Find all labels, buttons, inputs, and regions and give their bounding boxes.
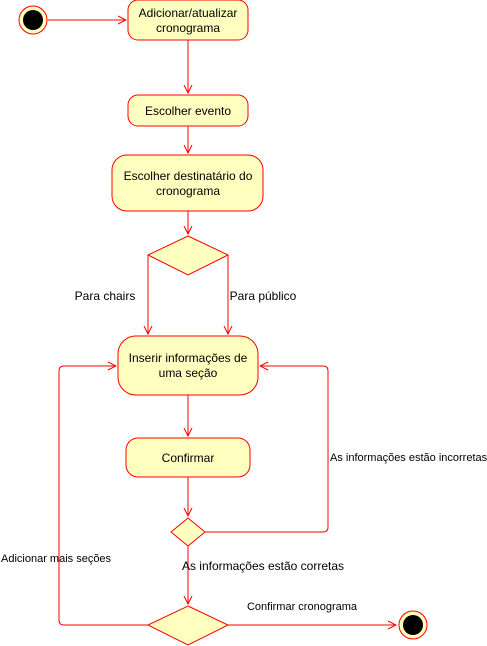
edge-label-to-chairs: Para chairs [75, 289, 136, 303]
edge-label-correct: As informações estão corretas [182, 559, 344, 573]
edge-more-sections-loop [58, 366, 148, 626]
action-choose-recipient-line1: Escolher destinatário do [124, 169, 253, 183]
final-node [398, 610, 428, 640]
decision-recipient [146, 235, 230, 276]
initial-node-dot [23, 10, 43, 30]
edge-label-more-sections: Adicionar mais seções [1, 553, 112, 565]
final-node-dot [403, 615, 423, 635]
action-add-schedule-line1: Adicionar/atualizar [139, 6, 238, 20]
action-choose-event: Escolher evento [127, 94, 249, 127]
action-add-schedule-line2: cronograma [156, 21, 220, 35]
edge-incorrect-loop [205, 366, 329, 533]
action-choose-event-label: Escolher evento [145, 104, 231, 118]
action-confirm-label: Confirmar [162, 451, 215, 465]
action-insert-section-line2: uma seção [159, 366, 218, 380]
edge-label-incorrect: As informações estão incorretas [330, 452, 487, 464]
decision-more [146, 605, 230, 646]
edges [48, 20, 396, 625]
decision-valid [170, 517, 206, 547]
edge-label-to-public: Para público [230, 289, 297, 303]
edge-label-confirm-schedule: Confirmar cronograma [247, 601, 358, 613]
action-add-schedule: Adicionar/atualizar cronograma [127, 0, 249, 41]
action-insert-section: Inserir informações de uma seção [117, 335, 259, 396]
action-confirm: Confirmar [125, 437, 251, 478]
action-choose-recipient-line2: cronograma [156, 184, 220, 198]
action-insert-section-line1: Inserir informações de [129, 351, 248, 365]
initial-node [18, 5, 48, 35]
action-choose-recipient: Escolher destinatário do cronograma [111, 154, 264, 212]
